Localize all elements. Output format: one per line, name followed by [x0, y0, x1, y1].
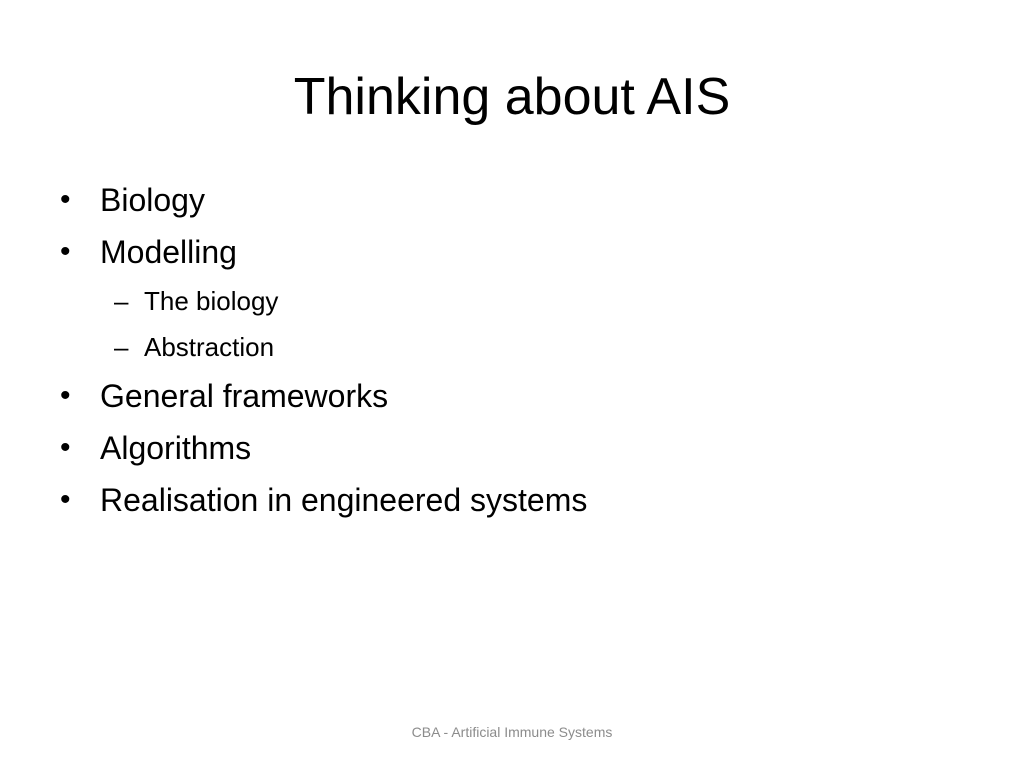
sub-bullet-item-the-biology: – The biology: [60, 284, 960, 318]
bullet-icon: •: [60, 235, 71, 268]
sub-bullet-text: The biology: [144, 286, 279, 316]
slide-footer: CBA - Artificial Immune Systems: [411, 724, 613, 740]
bullet-list: • Biology • Modelling – The biology – Ab…: [60, 180, 960, 532]
bullet-item-biology: • Biology: [60, 180, 960, 220]
bullet-icon: •: [60, 483, 71, 516]
sub-bullet-text: Abstraction: [144, 332, 275, 362]
bullet-text: Realisation in engineered systems: [100, 482, 588, 518]
bullet-icon: •: [60, 183, 71, 216]
slide-title: Thinking about AIS: [293, 68, 731, 126]
bullet-text: Biology: [100, 182, 205, 218]
bullet-item-algorithms: • Algorithms: [60, 428, 960, 468]
sub-bullet-item-abstraction: – Abstraction: [60, 330, 960, 364]
bullet-item-realisation: • Realisation in engineered systems: [60, 480, 960, 520]
dash-icon: –: [114, 332, 129, 362]
bullet-item-modelling: • Modelling: [60, 232, 960, 272]
bullet-text: General frameworks: [100, 378, 389, 414]
bullet-text: Algorithms: [100, 430, 252, 466]
bullet-text: Modelling: [100, 234, 237, 270]
bullet-item-general-frameworks: • General frameworks: [60, 376, 960, 416]
bullet-icon: •: [60, 431, 71, 464]
bullet-icon: •: [60, 379, 71, 412]
dash-icon: –: [114, 286, 129, 316]
